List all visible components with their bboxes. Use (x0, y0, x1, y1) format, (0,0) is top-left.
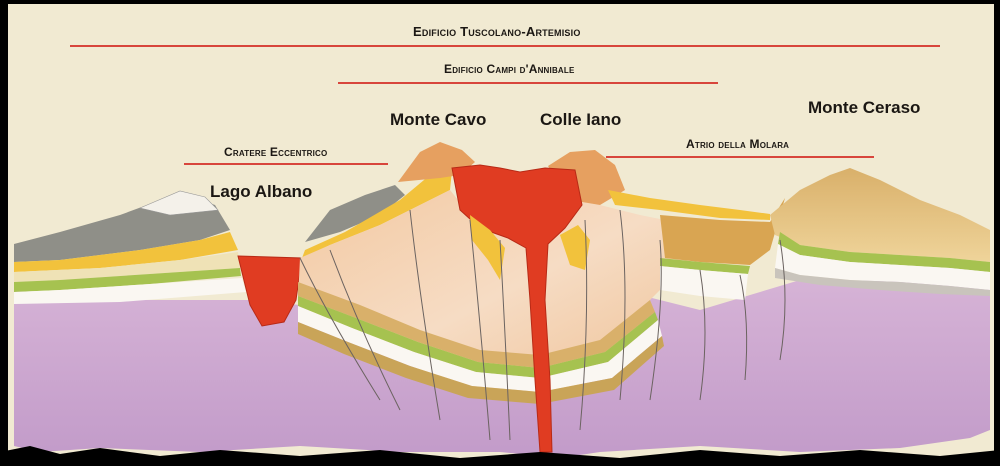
rule-tuscolano-artemisio (70, 45, 940, 47)
label-monte-ceraso: Monte Ceraso (808, 98, 920, 118)
label-monte-cavo: Monte Cavo (390, 110, 486, 130)
label-campi-annibale: Edificio Campi d'Annibale (444, 62, 575, 76)
rule-atrio-molara (606, 156, 874, 158)
label-cratere-eccentrico: Cratere Eccentrico (224, 145, 327, 159)
label-atrio-molara: Atrio della Molara (686, 137, 789, 151)
rule-campi-annibale (338, 82, 718, 84)
label-colle-iano: Colle Iano (540, 110, 621, 130)
label-tuscolano-artemisio: Edificio Tuscolano-Artemisio (413, 24, 581, 39)
rule-cratere-eccentrico (184, 163, 388, 165)
label-lago-albano: Lago Albano (210, 182, 312, 202)
